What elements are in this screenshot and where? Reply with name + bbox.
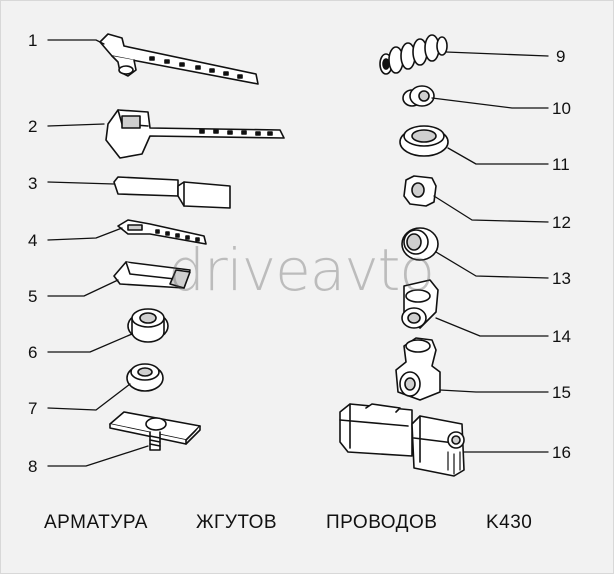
wire-clamp-icon (395, 337, 441, 401)
callout-number: 5 (28, 287, 37, 306)
small-bushing-icon (402, 85, 435, 107)
cup-grommet-icon (401, 227, 439, 261)
watermark-text: driveavto (168, 236, 435, 304)
callout-labels: 1 2 3 4 5 6 7 8 9 10 11 12 13 14 15 16 (28, 31, 571, 476)
callout-number: 16 (552, 443, 571, 462)
caption-word-3: ПРОВОДОВ (326, 512, 438, 533)
callout-number: 9 (556, 47, 565, 66)
stud-plate-icon (109, 411, 201, 451)
callout-number: 7 (28, 399, 37, 418)
callout-number: 4 (28, 231, 37, 250)
callout-number: 14 (552, 327, 571, 346)
callout-number: 13 (552, 269, 571, 288)
caption-word-2: ЖГУТОВ (196, 512, 278, 533)
clip-holder-icon (401, 279, 439, 329)
connector-cover-strip-icon (113, 176, 231, 209)
ring-grommet-icon (399, 125, 449, 157)
callout-number: 8 (28, 457, 37, 476)
cable-tie-with-clip-icon (99, 33, 259, 85)
corrugated-boot-icon (379, 34, 448, 75)
leader-lines (47, 39, 549, 467)
cable-tie-with-bracket-icon (105, 109, 285, 159)
small-cable-tie-icon (117, 219, 207, 245)
square-grommet-icon (403, 175, 437, 207)
callout-number: 2 (28, 117, 37, 136)
caption-code: K430 (486, 512, 533, 533)
callout-number: 6 (28, 343, 37, 362)
callout-number: 3 (28, 174, 37, 193)
double-connector-housing-icon (339, 403, 465, 477)
caption-word-1: АРМАТУРА (44, 512, 148, 533)
callout-number: 12 (552, 213, 571, 232)
callout-number: 10 (552, 99, 571, 118)
callout-number: 11 (552, 155, 570, 174)
callout-number: 1 (28, 31, 37, 50)
grommet-large-icon (127, 308, 169, 343)
callout-number: 15 (552, 383, 571, 402)
grommet-small-icon (126, 363, 164, 392)
flat-sleeve-icon (113, 261, 191, 289)
